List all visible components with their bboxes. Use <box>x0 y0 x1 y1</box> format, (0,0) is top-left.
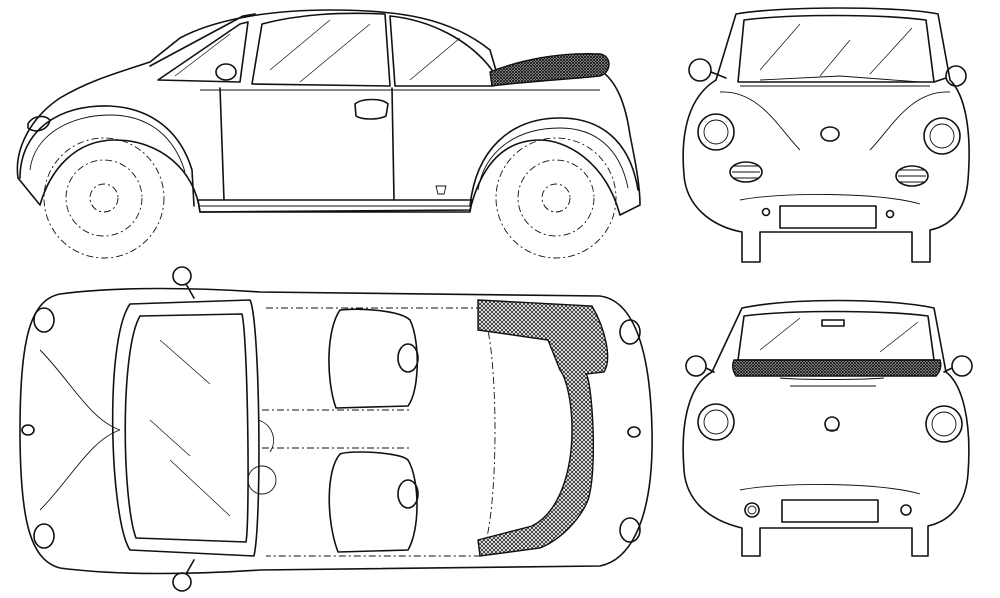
rear-view <box>682 299 973 557</box>
side-view <box>16 9 641 259</box>
top-view <box>19 266 653 592</box>
front-view <box>682 7 970 263</box>
